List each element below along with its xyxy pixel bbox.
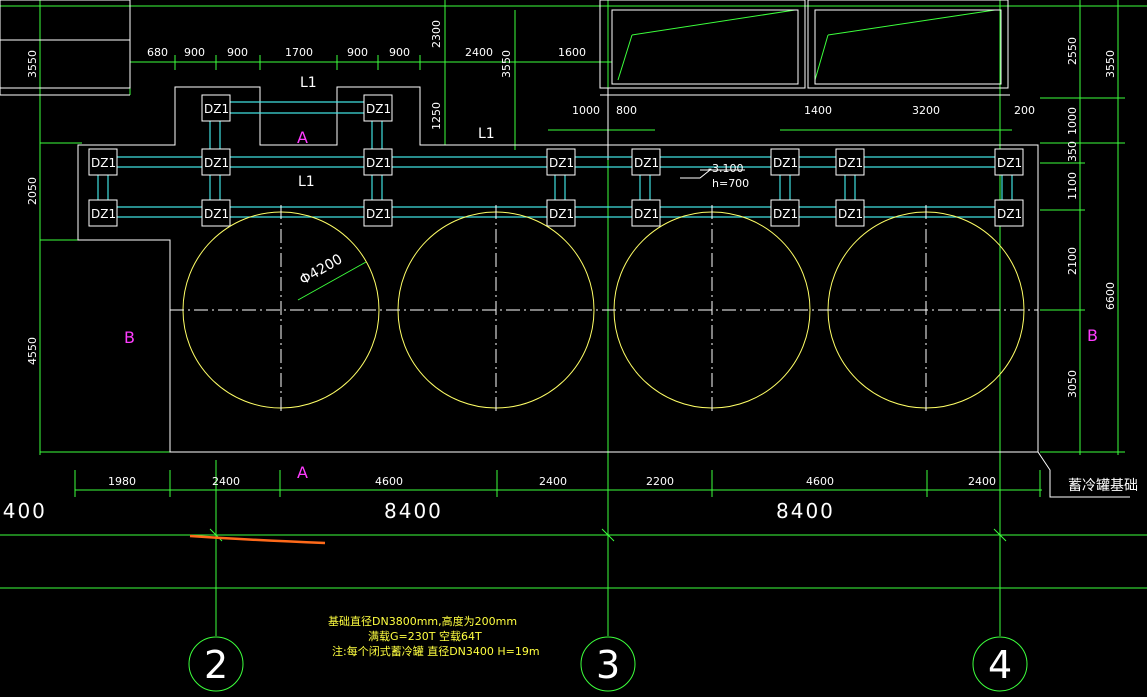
dim-text: 4600: [806, 475, 834, 488]
dim-text: 800: [616, 104, 637, 117]
dim-text: 3550: [500, 50, 513, 78]
dim-text: 4600: [375, 475, 403, 488]
beam-label: L1: [478, 126, 495, 142]
dim-text: 2100: [1066, 247, 1079, 275]
dim-text: 900: [389, 46, 410, 59]
column-label: DZ1: [634, 207, 659, 221]
section-label-a-bottom: A: [297, 463, 308, 482]
grid-number-2: 2: [204, 643, 228, 687]
dim-text: 2400: [968, 475, 996, 488]
top-dimensions: 680 900 900 1700 900 900 2400 1600: [147, 46, 586, 59]
dim-text: 1000: [572, 104, 600, 117]
column-label: DZ1: [91, 156, 116, 170]
section-label-b-left: B: [124, 328, 135, 347]
dim-text: 3550: [1104, 50, 1117, 78]
column-label: DZ1: [366, 207, 391, 221]
tank-foundation-label: 蓄冷罐基础: [1068, 477, 1138, 494]
column-boxes: [88, 94, 1024, 227]
foundation-outline: [0, 0, 1130, 498]
left-dimensions: 3550 2050 4550: [26, 50, 39, 365]
column-label: DZ1: [91, 207, 116, 221]
bottom-dimensions: 1980 2400 4600 2400 2200 4600 2400: [108, 475, 996, 488]
dim-text: 1100: [1066, 172, 1079, 200]
column-label: DZ1: [997, 156, 1022, 170]
dim-text: 3050: [1066, 370, 1079, 398]
column-label: DZ1: [838, 156, 863, 170]
dim-text: 1000: [1066, 107, 1079, 135]
column-label: DZ1: [634, 156, 659, 170]
grid-number-4: 4: [988, 643, 1012, 687]
dim-text: 2400: [465, 46, 493, 59]
column-label: DZ1: [549, 207, 574, 221]
elevation-h: h=700: [712, 177, 749, 190]
dim-text: 350: [1066, 141, 1079, 162]
column-label: DZ1: [204, 207, 229, 221]
dim-text: 900: [227, 46, 248, 59]
column-label: DZ1: [549, 156, 574, 170]
column-label: DZ1: [773, 156, 798, 170]
beam-label: L1: [298, 174, 315, 190]
right-dimensions: 2550 3550 1000 350 1100 2100 6600 3050: [1066, 37, 1117, 398]
note-line: 注:每个闭式蓄冷罐 直径DN3400 H=19m: [332, 644, 540, 658]
column-label: DZ1: [366, 102, 391, 116]
span-text: 8400: [384, 499, 443, 523]
grid-number-3: 3: [596, 643, 620, 687]
dim-text: 2300: [430, 20, 443, 48]
dim-text: 1700: [285, 46, 313, 59]
dim-text: 900: [347, 46, 368, 59]
dim-text: 900: [184, 46, 205, 59]
inner-vertical-dimensions: 2300 3550 1250: [430, 20, 513, 130]
column-label: DZ1: [997, 207, 1022, 221]
axis-span-dimensions: 8400 8400 8400: [0, 499, 835, 523]
dim-text: 6600: [1104, 282, 1117, 310]
tank-centerlines: [170, 205, 1038, 415]
column-label: DZ1: [366, 156, 391, 170]
dim-text: 2400: [212, 475, 240, 488]
dim-text: 680: [147, 46, 168, 59]
dim-text: 1980: [108, 475, 136, 488]
column-label: DZ1: [204, 156, 229, 170]
elevation-value: -3.100: [708, 162, 743, 175]
column-label: DZ1: [204, 102, 229, 116]
dim-text: 4550: [26, 337, 39, 365]
dim-text: 200: [1014, 104, 1035, 117]
section-label-a-top: A: [297, 128, 308, 147]
column-labels: DZ1 DZ1 DZ1 DZ1 DZ1 DZ1 DZ1 DZ1 DZ1 DZ1 …: [91, 102, 1022, 221]
dim-text: 2050: [26, 177, 39, 205]
mid-dimensions: 1000 800 1400 3200 200: [572, 104, 1035, 117]
section-label-b-right: B: [1087, 326, 1098, 345]
dim-text: 2550: [1066, 37, 1079, 65]
note-line: 基础直径DN3800mm,高度为200mm: [328, 614, 517, 628]
note-line: 满载G=230T 空载64T: [368, 629, 482, 643]
dim-text: 2400: [539, 475, 567, 488]
column-label: DZ1: [773, 207, 798, 221]
dim-text: 2200: [646, 475, 674, 488]
diameter-label: Φ4200: [297, 251, 345, 288]
dim-text: 1600: [558, 46, 586, 59]
dim-text: 3200: [912, 104, 940, 117]
span-text: 8400: [776, 499, 835, 523]
dim-text: 3550: [26, 50, 39, 78]
annotation-stroke: [189, 534, 326, 545]
column-label: DZ1: [838, 207, 863, 221]
dim-text: 1400: [804, 104, 832, 117]
dim-text: 1250: [430, 102, 443, 130]
span-text: 8400: [0, 499, 47, 523]
beam-label: L1: [300, 75, 317, 91]
